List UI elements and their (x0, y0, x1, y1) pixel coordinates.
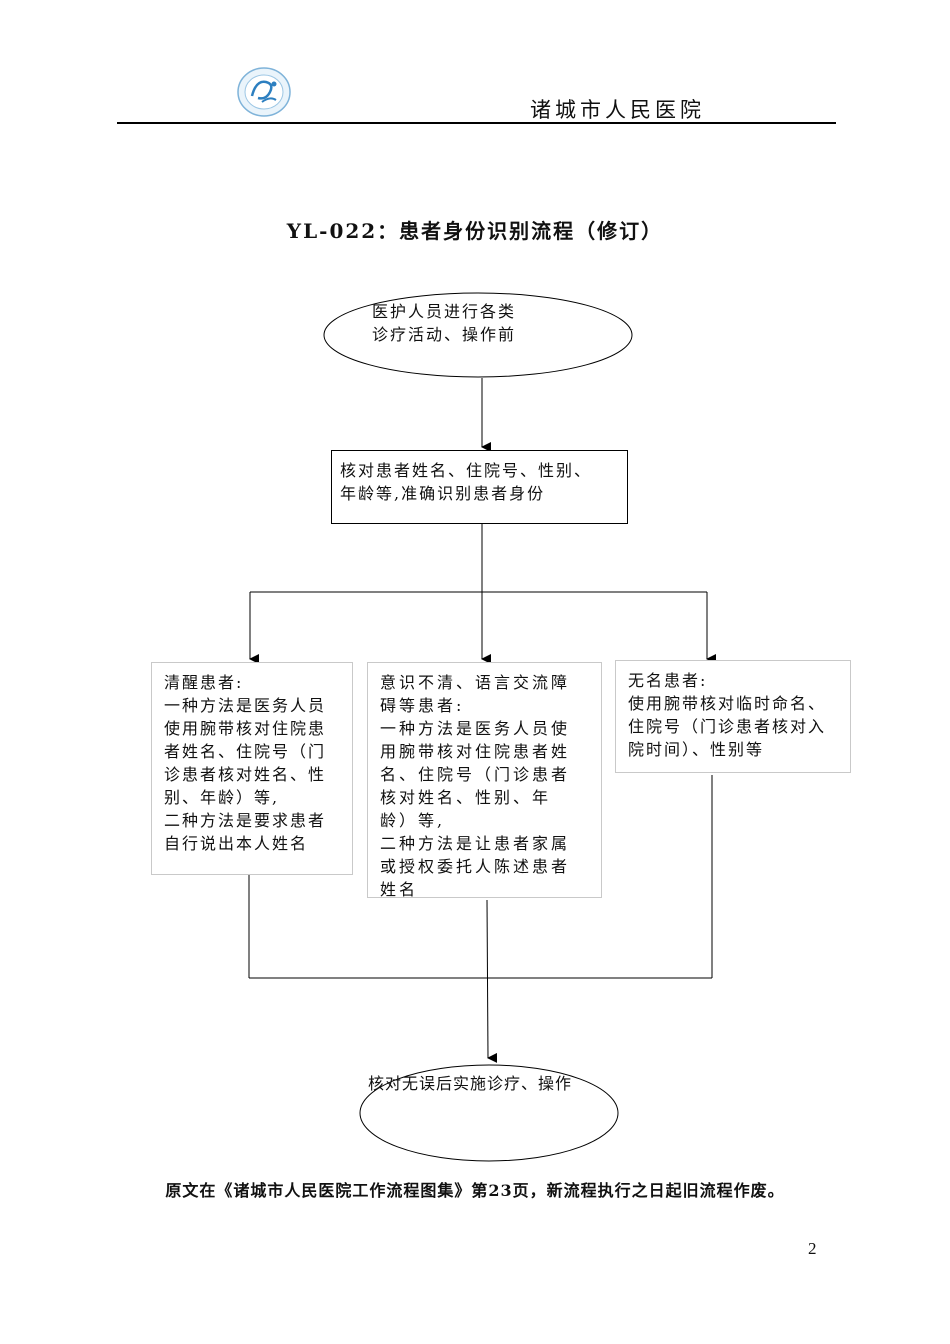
page-number: 2 (808, 1239, 817, 1258)
conscious-patient-text: 清醒患者: 一种方法是医务人员 使用腕带核对住院患 者姓名、住院号（门 诊患者核… (164, 673, 327, 853)
unconscious-patient-text: 意识不清、语言交流障 碍等患者: 一种方法是医务人员使 用腕带核对住院患者姓 名… (380, 673, 571, 899)
start-node-text: 医护人员进行各类 诊疗活动、操作前 (372, 302, 517, 344)
unconscious-patient-node: 意识不清、语言交流障 碍等患者: 一种方法是医务人员使 用腕带核对住院患者姓 名… (367, 662, 602, 899)
hospital-logo (237, 67, 291, 117)
end-ellipse (359, 1064, 619, 1162)
verify-node: 核对患者姓名、住院号、性别、 年龄等,准确识别患者身份 (331, 450, 628, 524)
conscious-patient-node: 清醒患者: 一种方法是医务人员 使用腕带核对住院患 者姓名、住院号（门 诊患者核… (151, 662, 353, 875)
anonymous-patient-node: 无名患者: 使用腕带核对临时命名、 住院号（门诊患者核对入 院时间）、性别等 (615, 660, 851, 773)
verify-node-text: 核对患者姓名、住院号、性别、 年龄等,准确识别患者身份 (340, 461, 593, 503)
flowchart-title: YL-022：患者身份识别流程（修订） (286, 219, 664, 243)
end-node-text: 核对无误后实施诊疗、操作 (368, 1074, 573, 1093)
anonymous-patient-text: 无名患者: 使用腕带核对临时命名、 住院号（门诊患者核对入 院时间）、性别等 (628, 671, 827, 759)
arrow-merge-end (486, 899, 498, 1063)
footer-note: 原文在《诸城市人民医院工作流程图集》第23页，新流程执行之日起旧流程作废。 (165, 1181, 785, 1200)
header-divider (117, 122, 836, 124)
header-hospital-name: 诸城市人民医院 (530, 98, 705, 122)
start-ellipse (323, 292, 633, 378)
